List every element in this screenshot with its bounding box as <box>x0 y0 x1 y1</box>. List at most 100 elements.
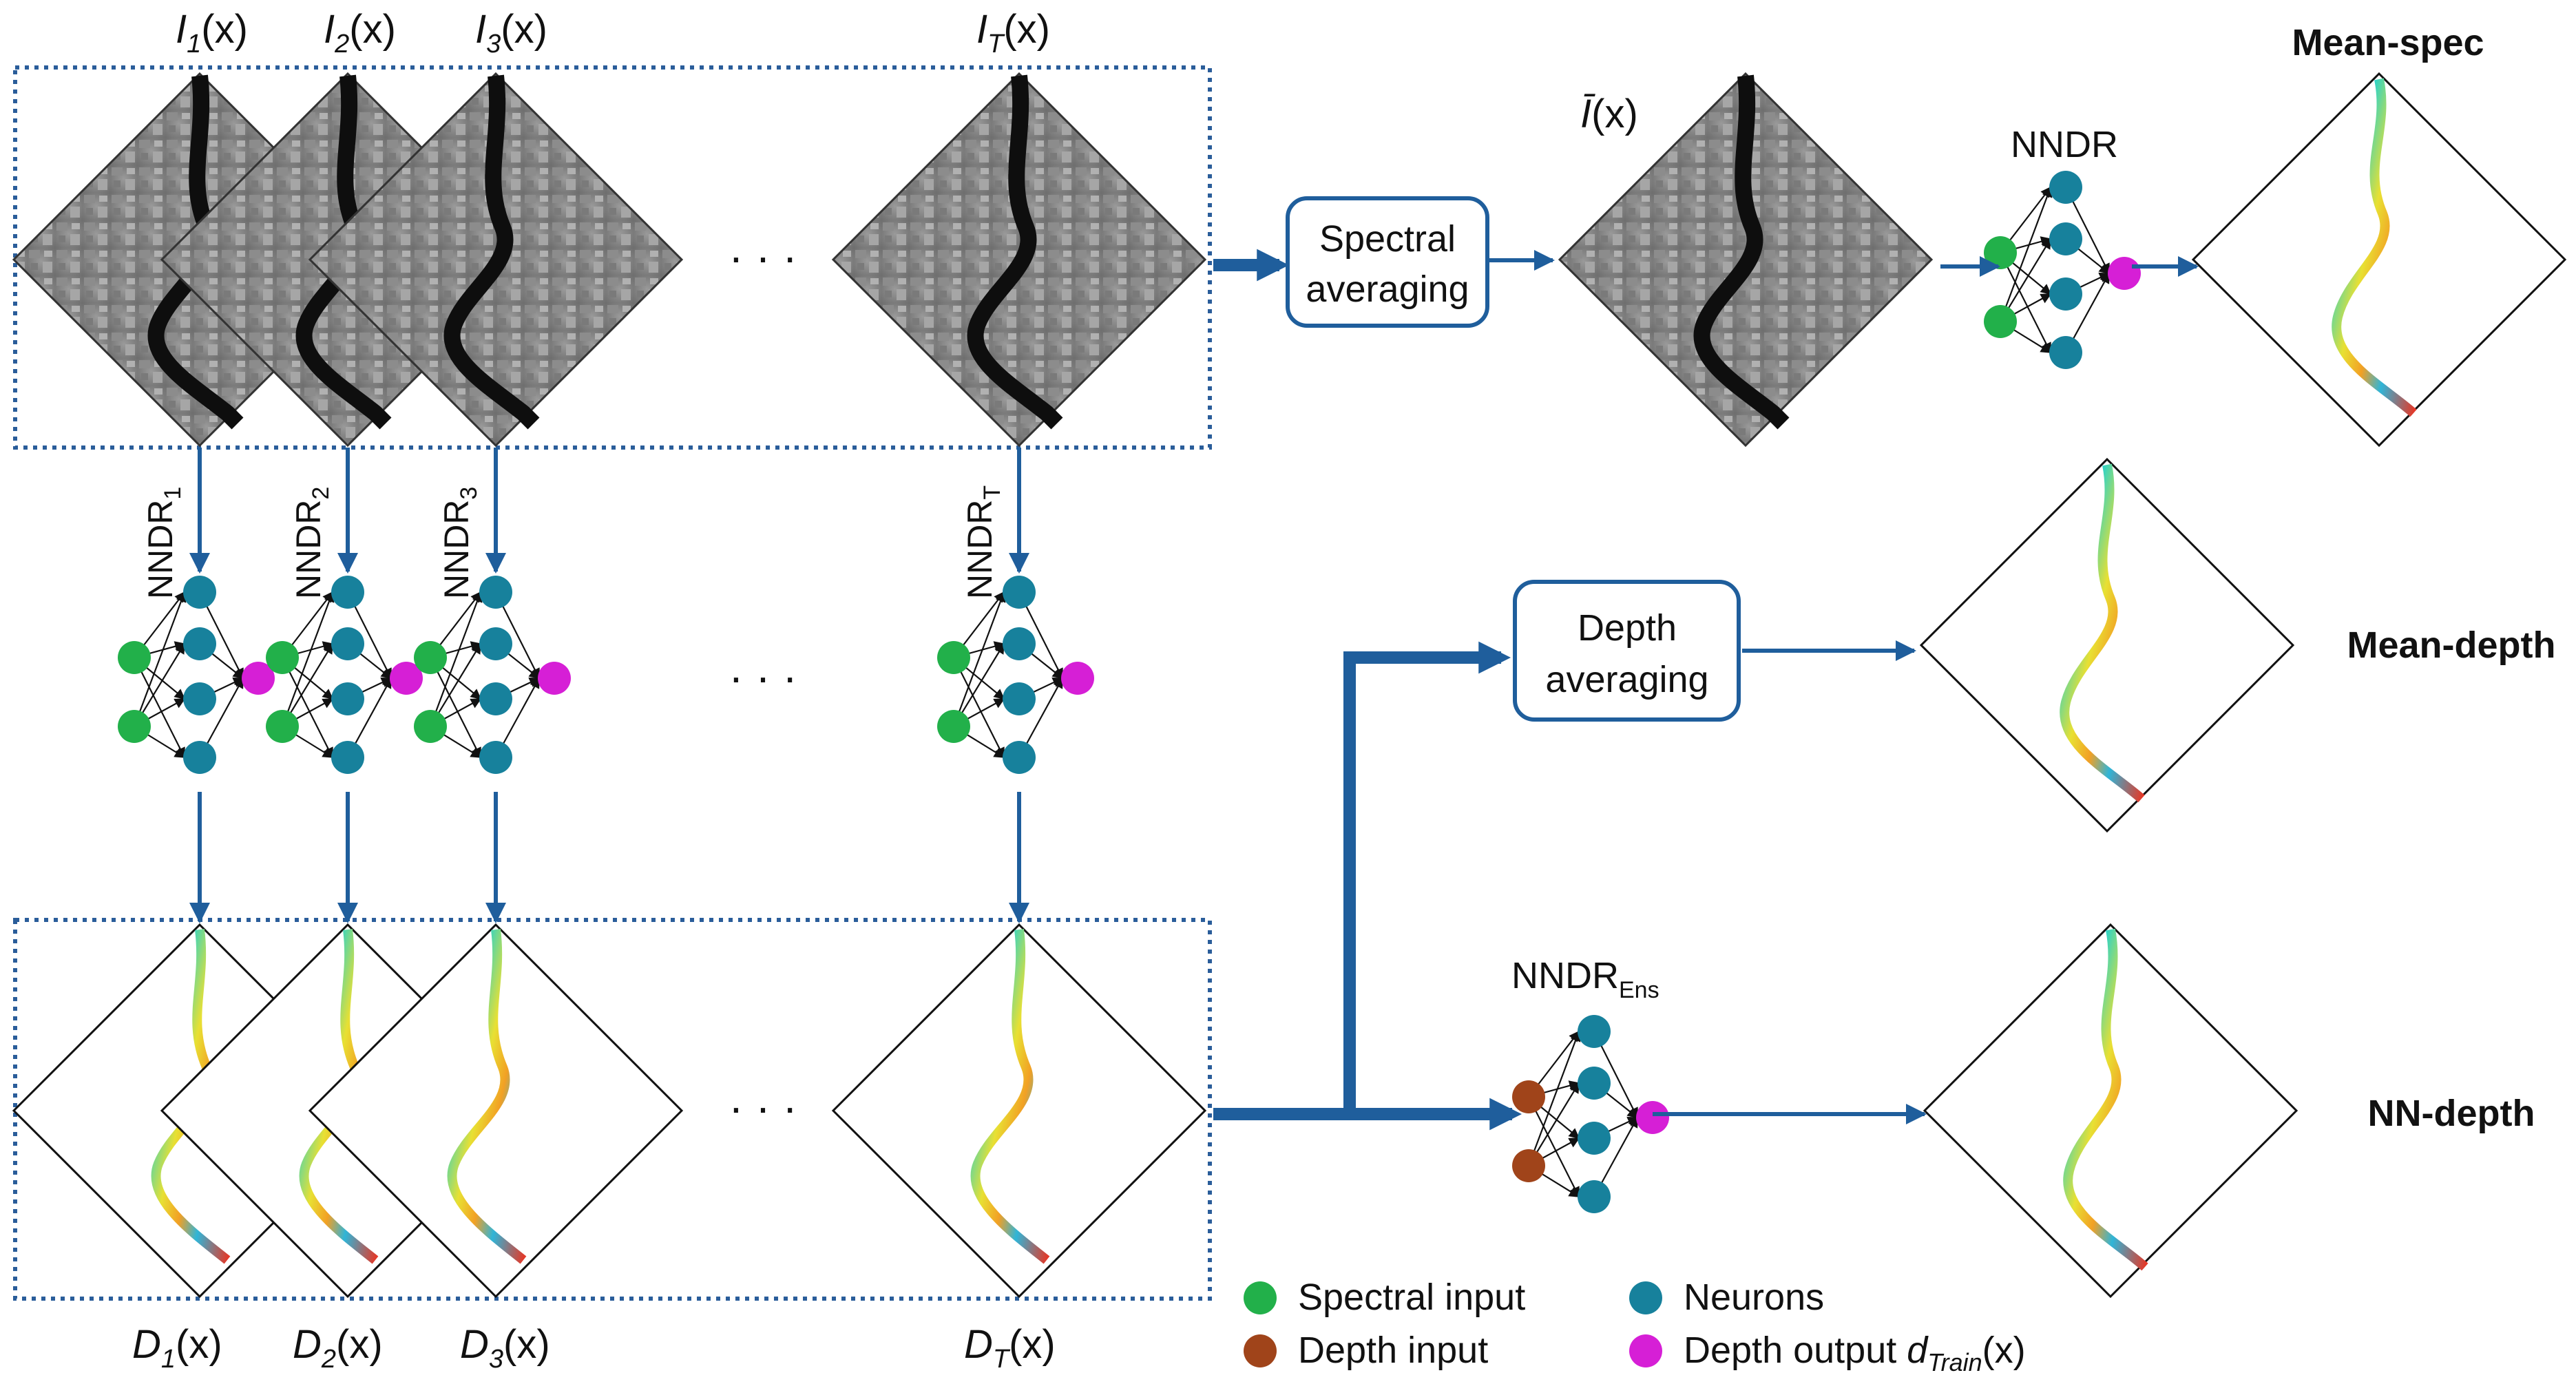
neuron-node <box>1003 741 1036 774</box>
satellite-image-T <box>831 72 1207 448</box>
network-edge <box>1528 1096 1580 1198</box>
mean-spec-output-map <box>2191 72 2567 448</box>
legend-depth-input-label: Depth input <box>1298 1330 1488 1371</box>
input-node <box>1512 1080 1545 1113</box>
network-edge <box>134 657 185 759</box>
neuron-node <box>479 576 512 609</box>
network-edge <box>2000 252 2051 354</box>
network-edge <box>133 591 187 727</box>
depth-maps-frame <box>13 918 1212 1301</box>
depth-map-3 <box>308 923 684 1299</box>
legend-depth-output-dot <box>1629 1334 1662 1367</box>
neuron-node <box>1578 1180 1611 1213</box>
input-node <box>118 710 151 743</box>
label-DT: DT(x) <box>964 1322 1056 1374</box>
mean-spectral-image <box>1558 72 1934 448</box>
input-node <box>266 710 299 743</box>
input-node <box>1984 305 2017 338</box>
neuron-node <box>1578 1015 1611 1048</box>
label-nndr-3: NNDR3 <box>437 487 482 599</box>
legend-depth-input-dot <box>1244 1334 1277 1367</box>
neuron-node <box>479 682 512 715</box>
label-nndr-2: NNDR2 <box>289 487 334 599</box>
network-nndr-3 <box>414 576 571 774</box>
neuron-node <box>183 741 216 774</box>
label-nndr-mean-spec: NNDR <box>2011 124 2118 165</box>
input-node <box>266 641 299 674</box>
neuron-node <box>183 627 216 660</box>
depth-averaging-box: Depth averaging <box>1513 580 1741 722</box>
output-node <box>1061 662 1094 695</box>
neuron-node <box>331 627 364 660</box>
label-I3: I3(x) <box>475 7 547 59</box>
legend-spectral-input-dot <box>1244 1281 1277 1314</box>
spectral-averaging-box: Spectral averaging <box>1286 196 1489 328</box>
neuron-node <box>1578 1122 1611 1155</box>
network-nndr-T <box>937 576 1094 774</box>
vertical-arrows <box>189 448 1029 923</box>
neuron-node <box>1003 576 1036 609</box>
network-edge <box>952 591 1006 727</box>
network-nndr-ens <box>1512 1015 1669 1213</box>
depth-map-T <box>831 923 1207 1299</box>
label-mean-depth: Mean-depth <box>2347 625 2556 666</box>
network-edge <box>429 591 483 727</box>
network-nndr-mean-spec <box>1984 171 2141 369</box>
input-node <box>937 710 970 743</box>
neural-networks <box>118 171 2141 1213</box>
output-node <box>242 662 275 695</box>
flow-arrows <box>1213 249 2199 1131</box>
legend-neurons-label: Neurons <box>1684 1277 1824 1318</box>
neuron-node <box>1578 1067 1611 1100</box>
spectral-averaging-line2: averaging <box>1306 269 1469 310</box>
ellipsis-depth-maps: · · · <box>729 1082 797 1132</box>
network-edge <box>953 657 1005 759</box>
neuron-node <box>2049 277 2082 311</box>
network-edge <box>281 591 335 727</box>
neuron-node <box>2049 222 2082 255</box>
ellipsis-images: · · · <box>729 232 797 282</box>
neuron-node <box>1003 682 1036 715</box>
neuron-node <box>331 682 364 715</box>
legend-depth-output-label: Depth output dTrain(x) <box>1684 1330 2026 1376</box>
output-node <box>2108 257 2141 290</box>
neuron-node <box>479 627 512 660</box>
label-I2: I2(x) <box>324 7 396 59</box>
input-node <box>937 641 970 674</box>
network-nndr-2 <box>266 576 423 774</box>
label-Ibar: Ī(x) <box>1580 92 1638 136</box>
network-edge <box>282 657 333 759</box>
label-D3: D3(x) <box>460 1322 550 1374</box>
input-node <box>1512 1149 1545 1182</box>
label-nndr-ens: NNDREns <box>1511 955 1659 1003</box>
satellite-image-3 <box>308 72 684 448</box>
legend-spectral-input-label: Spectral input <box>1298 1277 1525 1318</box>
input-node <box>414 641 447 674</box>
label-I1: I1(x) <box>176 7 248 59</box>
input-node <box>118 641 151 674</box>
label-nn-depth: NN-depth <box>2368 1093 2535 1134</box>
neuron-node <box>2049 171 2082 204</box>
label-nndr-T: NNDRT <box>961 485 1005 599</box>
neuron-node <box>331 576 364 609</box>
nn-depth-output-map <box>1923 923 2298 1299</box>
network-edge <box>1527 1030 1581 1166</box>
neuron-node <box>183 576 216 609</box>
label-nndr-1: NNDR1 <box>141 487 186 599</box>
neuron-node <box>331 741 364 774</box>
input-node <box>1984 236 2017 269</box>
mean-depth-output-map <box>1919 457 2295 833</box>
legend-neurons-dot <box>1629 1281 1662 1314</box>
legend: Spectral input Depth input Neurons Depth… <box>1244 1277 2026 1376</box>
neuron-node <box>183 682 216 715</box>
output-node <box>390 662 423 695</box>
network-nndr-1 <box>118 576 275 774</box>
ellipsis-networks: · · · <box>729 652 797 702</box>
output-node <box>538 662 571 695</box>
label-D2: D2(x) <box>293 1322 383 1374</box>
neuron-node <box>479 741 512 774</box>
label-D1: D1(x) <box>132 1322 222 1374</box>
depth-averaging-line1: Depth <box>1578 607 1677 649</box>
depth-averaging-line2: averaging <box>1545 659 1708 700</box>
